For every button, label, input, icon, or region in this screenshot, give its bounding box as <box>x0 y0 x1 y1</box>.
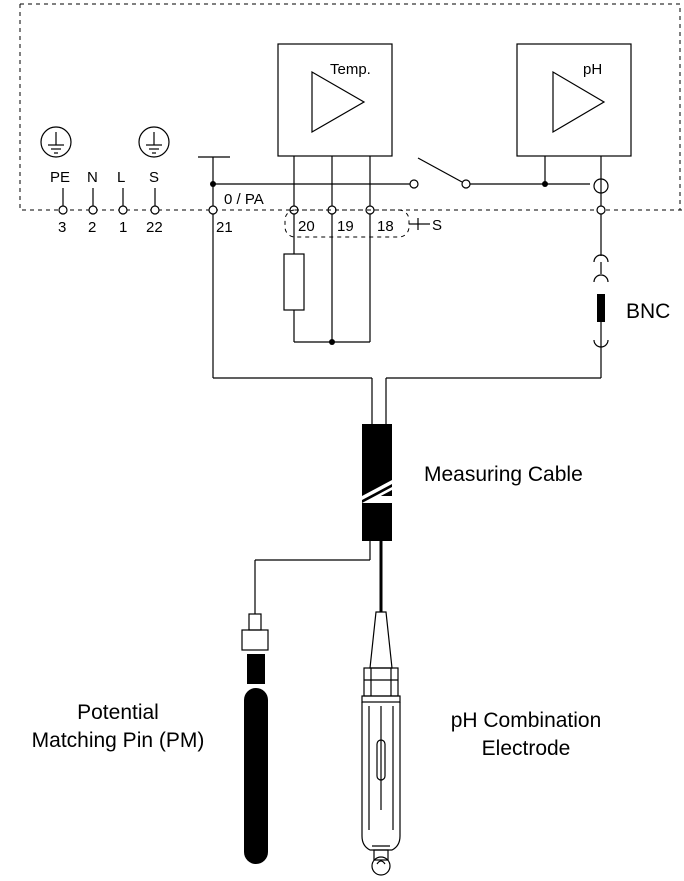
ph-electrode <box>361 611 401 876</box>
terminal-n-number: 2 <box>88 219 96 236</box>
pa-line <box>198 156 419 215</box>
measuring-cable <box>254 424 392 614</box>
housing-boundary <box>19 3 684 211</box>
terminal-l-number: 1 <box>119 219 127 236</box>
terminal-s-number: 22 <box>146 219 163 236</box>
potential-matching-pin <box>241 613 269 864</box>
bnc-connector <box>593 294 609 378</box>
switch <box>417 157 590 189</box>
bnc-label: BNC <box>626 300 670 323</box>
terminal-l-label: L <box>117 169 125 186</box>
terminal-pe-label: PE <box>50 169 70 186</box>
pm-label-line2: Matching Pin (PM) <box>32 729 205 752</box>
ground-icon-s <box>138 126 170 158</box>
cable-routing <box>212 214 601 424</box>
terminal-block-temp <box>284 205 430 238</box>
terminal-pa-number: 21 <box>216 219 233 236</box>
ground-icon-pe <box>40 126 72 158</box>
terminal-n-label: N <box>87 169 98 186</box>
terminal-18-number: 18 <box>377 218 394 235</box>
temp-amplifier-label: Temp. <box>330 61 371 78</box>
terminal-block-left <box>58 188 160 215</box>
electrode-label-line2: Electrode <box>482 737 571 760</box>
ph-amplifier-label: pH <box>583 61 602 78</box>
ph-amplifier <box>516 43 632 184</box>
electrode-label-line1: pH Combination <box>451 709 602 732</box>
temperature-sensor-circuit <box>283 214 371 345</box>
terminal-pe-number: 3 <box>58 219 66 236</box>
temp-amplifier <box>277 43 393 206</box>
measuring-cable-label: Measuring Cable <box>424 463 583 486</box>
terminal-pa-label: 0 / PA <box>224 191 264 208</box>
pm-label-line1: Potential <box>77 701 159 724</box>
terminal-s-label: S <box>149 169 159 186</box>
ph-input-connector <box>593 156 609 283</box>
shield-label: S <box>432 217 442 234</box>
terminal-20-number: 20 <box>298 218 315 235</box>
terminal-19-number: 19 <box>337 218 354 235</box>
